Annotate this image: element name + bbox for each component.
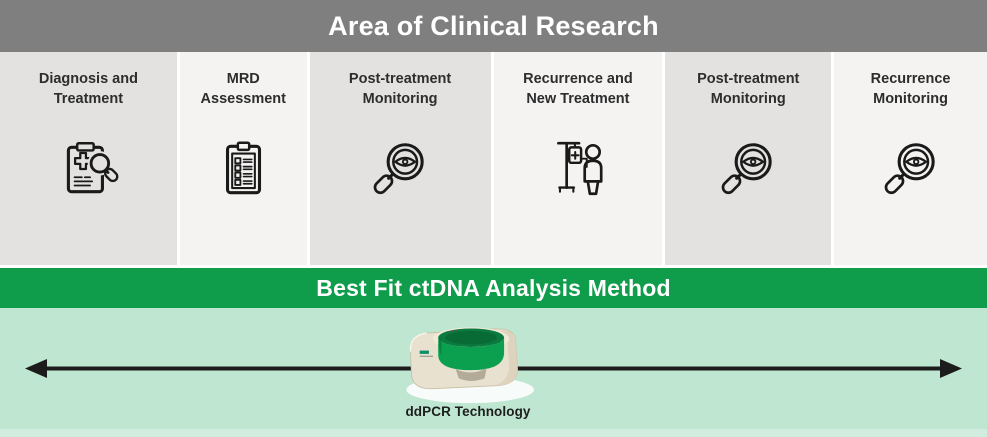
stage-title-line2: Monitoring [362,91,438,108]
stage-title-line2: Monitoring [710,91,786,108]
header: Area of Clinical Research [0,0,987,52]
method-band: Best Fit ctDNA Analysis Method [0,268,987,308]
stage-title-line1: Diagnosis and [38,71,138,87]
stage-title-line1: Recurrence [870,71,951,87]
stage-column-post-treatment-monitoring-2: Post-treatment Monitoring [665,52,832,265]
page-title: Area of Clinical Research [328,10,659,41]
stage-title: Post-treatment Monitoring [665,69,831,110]
stage-title: Post-treatment Monitoring [310,69,491,110]
clinical-stages-row: Diagnosis and Treatment [0,52,987,265]
medical-report-search-icon [0,136,177,202]
method-band-title: Best Fit ctDNA Analysis Method [316,274,671,301]
stage-title: MRD Assessment [180,69,307,110]
timeline-section: ddPCR Technology [0,308,987,437]
stage-column-mrd-assessment: MRD Assessment [179,52,307,265]
magnifier-eye-icon [834,136,987,202]
stage-column-post-treatment-monitoring-1: Post-treatment Monitoring [309,52,491,265]
stage-column-diagnosis-and-treatment: Diagnosis and Treatment [0,52,177,265]
iv-drip-patient-icon [494,136,663,202]
stage-title-line1: Recurrence and [523,71,633,87]
stage-title: Recurrence Monitoring [834,69,987,110]
stage-column-recurrence-and-new-treatment: Recurrence and New Treatment [493,52,663,265]
checklist-clipboard-icon [180,136,307,202]
stage-title-line1: MRD [226,71,260,87]
stage-title-line2: Treatment [53,91,124,108]
stage-title-line2: Monitoring [873,91,949,108]
stage-title: Recurrence and New Treatment [494,69,663,110]
magnifier-eye-icon [310,136,491,202]
stage-title-line2: Assessment [200,91,286,108]
stage-column-recurrence-monitoring: Recurrence Monitoring [834,52,987,265]
magnifier-eye-icon [665,136,831,202]
stage-title-line1: Post-treatment [348,71,452,87]
stage-title: Diagnosis and Treatment [0,69,177,110]
stage-title-line2: New Treatment [526,91,630,108]
stage-title-line1: Post-treatment [697,71,800,87]
bottom-highlight-strip [0,429,987,437]
ddpcr-instrument-image [396,324,536,406]
ddpcr-technology-label: ddPCR Technology [405,404,531,419]
